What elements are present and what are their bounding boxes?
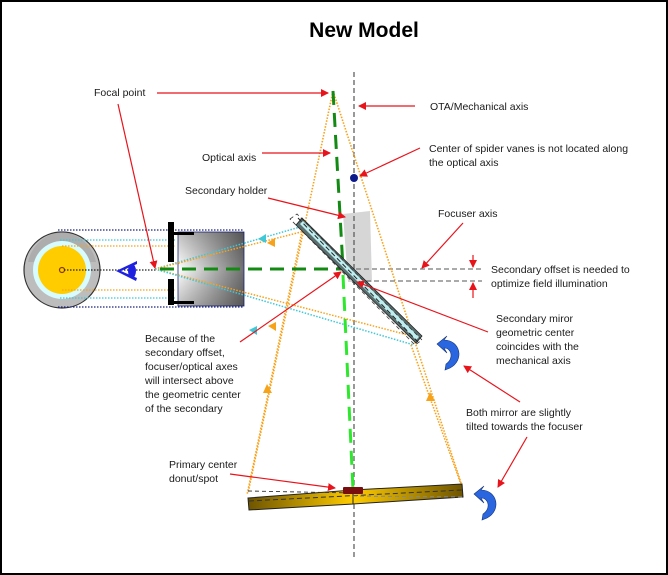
- label-ota-axis: OTA/Mechanical axis: [430, 101, 528, 113]
- primary-center-spot: [343, 487, 363, 494]
- annotation-arrows: [117, 89, 528, 492]
- secondary-holder: [343, 211, 372, 282]
- view-projection-lines: [58, 229, 244, 308]
- label-spider-center: Center of spider vanes is not located al…: [429, 143, 631, 169]
- reflected-rays: [154, 226, 415, 346]
- primary-mirror: [247, 483, 464, 511]
- diagram-title: New Model: [309, 19, 419, 42]
- ray-direction-arrows: [249, 234, 435, 401]
- label-offset-intersect: Because of the secondary offset, focuser…: [144, 333, 244, 415]
- tilt-arrow-icon-secondary: [436, 335, 460, 371]
- label-secondary-holder: Secondary holder: [185, 185, 268, 197]
- label-mirrors-tilted: Both mirror are slightly tilted towards …: [466, 407, 583, 433]
- label-focal-point: Focal point: [94, 87, 145, 99]
- label-focuser-axis: Focuser axis: [438, 208, 498, 220]
- label-secondary-center: Secondary miror geometric center coincid…: [496, 313, 582, 367]
- secondary-mirror: [289, 213, 423, 346]
- label-secondary-offset: Secondary offset is needed to optimize f…: [491, 264, 633, 290]
- primary-optical-axis-line: [341, 274, 355, 491]
- tilt-arrow-icon-primary: [473, 485, 497, 521]
- optical-axis-line: [331, 90, 345, 269]
- eye-icon: [116, 261, 137, 281]
- spider-center-dot: [350, 174, 358, 182]
- label-optical-axis: Optical axis: [202, 152, 256, 164]
- focuser-tube: [168, 222, 245, 307]
- label-primary-center: Primary center donut/spot: [169, 459, 240, 485]
